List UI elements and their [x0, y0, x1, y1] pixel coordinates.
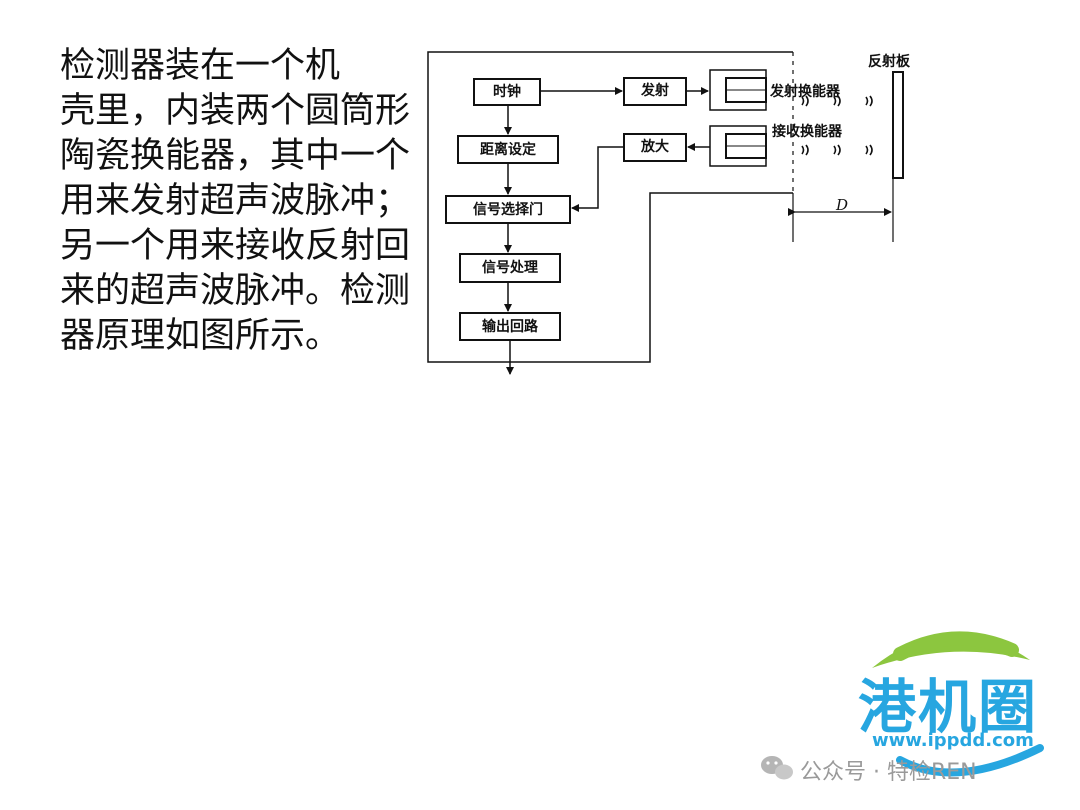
distance-label: D: [835, 196, 848, 214]
logo-url: www.ippdd.com: [872, 730, 1034, 751]
description-line: 检测器装在一个机: [60, 46, 341, 86]
ultrasonic-wave-marks: [801, 95, 873, 156]
transmit-transducer-label: 发射换能器: [769, 83, 841, 100]
clock-label: 时钟: [493, 83, 521, 100]
description-line: 陶瓷换能器，其中一个: [60, 136, 411, 176]
description-line: 用来发射超声波脉冲；: [60, 181, 411, 221]
reflector-label: 反射板: [868, 53, 911, 70]
signal-processing-label: 信号处理: [482, 259, 538, 276]
watermark-text: 公众号 · 特检REN: [800, 760, 977, 785]
description-line: 来的超声波脉冲。检测: [60, 271, 411, 311]
signal-gate-box: [445, 195, 571, 224]
distance-setting-label: 距离设定: [480, 141, 536, 158]
description-line: 壳里，内装两个圆筒形: [60, 91, 411, 131]
receive-transducer-label: 接收换能器: [772, 123, 843, 140]
amplify-label: 放大: [640, 138, 669, 155]
receive-transducer: [709, 125, 767, 167]
output-circuit-label: 输出回路: [482, 318, 539, 335]
description-text: 检测器装在一个机 壳里，内装两个圆筒形 陶瓷换能器，其中一个 用来发射超声波脉冲…: [60, 44, 422, 359]
transmit-transducer: [709, 69, 767, 111]
reflector-plate: [892, 71, 904, 179]
distance-setting-box: [457, 135, 559, 164]
description-line: 器原理如图所示。: [60, 316, 341, 356]
description-line: 另一个用来接收反射回: [60, 226, 411, 266]
amplify-box: [623, 133, 687, 162]
housing-outline: [427, 51, 793, 363]
signal-gate-label: 信号选择门: [473, 201, 543, 218]
wechat-icon: [761, 756, 793, 780]
arrow-amplify-to-gate: [571, 146, 624, 212]
logo-graphic: [872, 631, 1044, 777]
clock-box: [473, 78, 541, 106]
logo-text: 港机圈: [856, 671, 1039, 743]
signal-processing-box: [459, 253, 561, 283]
transmit-label: 发射: [640, 82, 669, 99]
